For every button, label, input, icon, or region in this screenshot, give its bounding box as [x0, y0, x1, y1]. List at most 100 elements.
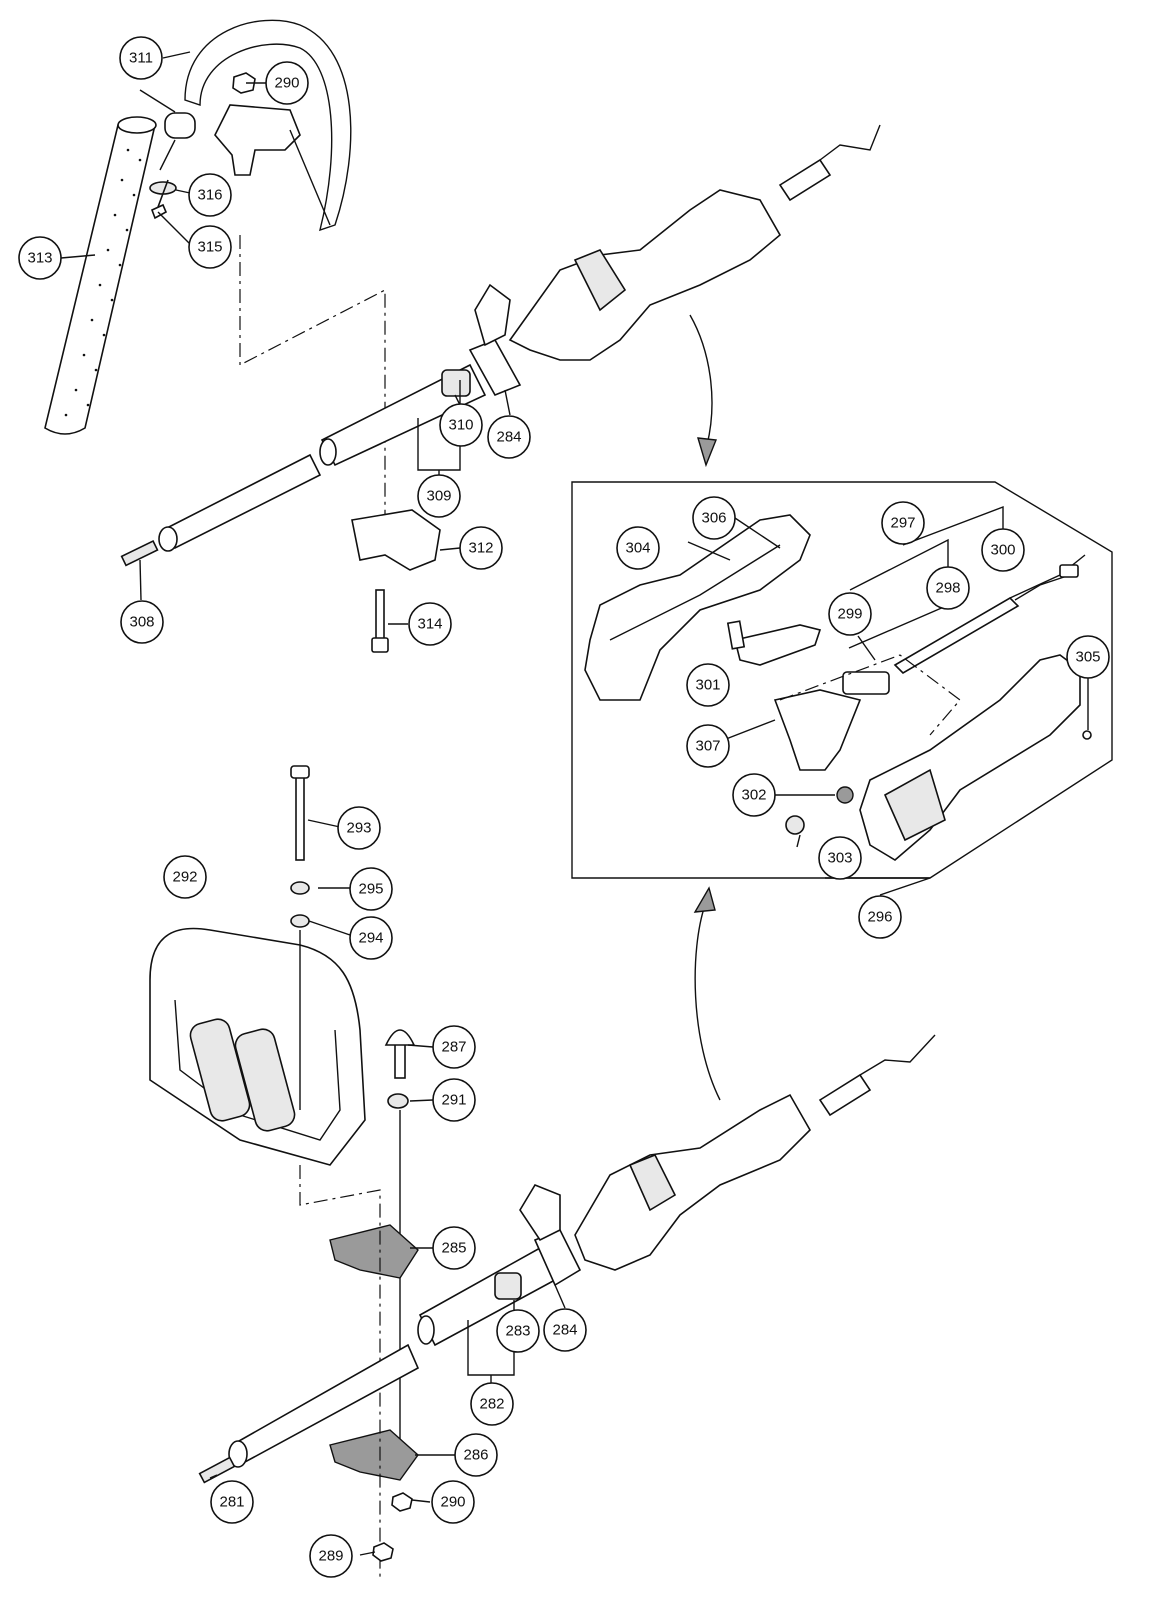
callout-290-top: 290 [265, 61, 309, 105]
callout-313: 313 [18, 236, 62, 280]
svg-text:281: 281 [219, 1494, 244, 1511]
upper-knob [441, 369, 471, 397]
throttle-lever [734, 624, 822, 666]
clamp-bolt [384, 1029, 416, 1079]
callout-299: 299 [828, 592, 872, 636]
callout-304: 304 [616, 526, 660, 570]
arrow-down [689, 314, 713, 446]
svg-text:284: 284 [552, 1322, 577, 1339]
callout-287: 287 [432, 1025, 476, 1069]
callout-290-bottom: 290 [431, 1480, 475, 1524]
clamp-washer [387, 1093, 409, 1109]
svg-text:290: 290 [274, 75, 299, 92]
callout-281: 281 [210, 1480, 254, 1524]
svg-text:292: 292 [172, 869, 197, 886]
callout-302: 302 [732, 773, 776, 817]
callout-296: 296 [858, 895, 902, 939]
callout-315: 315 [188, 225, 232, 269]
nut-bottom-right [391, 1492, 413, 1512]
upper-drive-shaft [120, 453, 322, 567]
callout-293: 293 [337, 806, 381, 850]
svg-text:302: 302 [741, 787, 766, 804]
callout-297: 297 [881, 501, 925, 545]
small-screw [150, 179, 169, 220]
svg-text:290: 290 [440, 1494, 465, 1511]
callout-284-upper: 284 [487, 415, 531, 459]
callout-292: 292 [163, 855, 207, 899]
callout-286: 286 [454, 1433, 498, 1477]
callout-301: 301 [686, 663, 730, 707]
svg-text:285: 285 [441, 1240, 466, 1257]
nut-top [232, 72, 256, 94]
upper-handle-housing [508, 189, 782, 361]
callout-298: 298 [926, 566, 970, 610]
svg-text:291: 291 [441, 1092, 466, 1109]
svg-text:282: 282 [479, 1396, 504, 1413]
svg-text:309: 309 [426, 488, 451, 505]
callout-303: 303 [818, 836, 862, 880]
stop-switch [842, 671, 890, 695]
callout-283: 283 [496, 1309, 540, 1353]
svg-text:305: 305 [1075, 649, 1100, 666]
svg-text:306: 306 [701, 510, 726, 527]
spring-washer [290, 881, 310, 895]
inset-frame [571, 481, 1113, 879]
svg-text:289: 289 [318, 1548, 343, 1565]
callout-291: 291 [432, 1078, 476, 1122]
svg-text:284: 284 [496, 429, 521, 446]
callout-305: 305 [1066, 635, 1110, 679]
callout-308: 308 [120, 600, 164, 644]
svg-text:310: 310 [448, 417, 473, 434]
lever-lock [773, 689, 862, 771]
throttle-cable [893, 596, 1020, 675]
svg-text:298: 298 [935, 580, 960, 597]
callout-285: 285 [432, 1226, 476, 1270]
callout-314: 314 [408, 602, 452, 646]
callout-294: 294 [349, 916, 393, 960]
svg-text:295: 295 [358, 881, 383, 898]
loop-handle [184, 19, 352, 232]
arrow-up [694, 904, 721, 1101]
callout-316: 316 [188, 173, 232, 217]
svg-text:312: 312 [468, 540, 493, 557]
callout-295: 295 [349, 867, 393, 911]
callout-282: 282 [470, 1382, 514, 1426]
nut-bottom-left [372, 1542, 394, 1562]
callout-300: 300 [981, 528, 1025, 572]
svg-text:303: 303 [827, 850, 852, 867]
svg-text:304: 304 [625, 540, 650, 557]
svg-text:300: 300 [990, 542, 1015, 559]
svg-text:296: 296 [867, 909, 892, 926]
clamp-bracket [351, 509, 441, 571]
svg-text:311: 311 [129, 50, 153, 67]
callout-309: 309 [417, 474, 461, 518]
lower-drive-shaft [198, 1343, 420, 1484]
foam-grip [44, 116, 157, 435]
lower-knob [494, 1272, 522, 1300]
svg-text:307: 307 [695, 738, 720, 755]
lower-handle-housing [574, 1093, 811, 1271]
svg-text:313: 313 [27, 250, 52, 267]
long-screw [290, 765, 310, 861]
callout-307: 307 [686, 724, 730, 768]
lower-clamp-plate [329, 1429, 419, 1481]
svg-text:283: 283 [505, 1323, 530, 1340]
long-bolt [371, 589, 389, 653]
callout-306: 306 [692, 496, 736, 540]
handle-clamp-block [214, 104, 301, 176]
svg-text:316: 316 [197, 187, 222, 204]
svg-text:287: 287 [441, 1039, 466, 1056]
svg-text:294: 294 [358, 930, 383, 947]
svg-text:315: 315 [197, 239, 222, 256]
svg-text:308: 308 [129, 614, 154, 631]
svg-text:314: 314 [417, 616, 442, 633]
right-housing-half [859, 654, 1081, 861]
svg-text:301: 301 [695, 677, 720, 694]
exploded-inset [571, 481, 1113, 896]
svg-text:297: 297 [890, 515, 915, 532]
callout-312: 312 [459, 526, 503, 570]
svg-text:293: 293 [346, 820, 371, 837]
callout-311: 311 [119, 36, 163, 80]
flat-washer [290, 914, 310, 928]
